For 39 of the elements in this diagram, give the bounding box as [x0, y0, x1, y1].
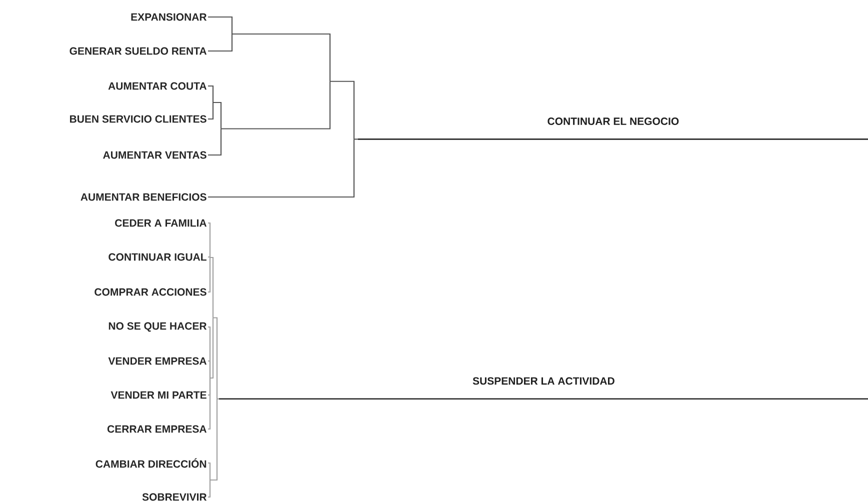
dendrogram-branch	[208, 222, 211, 258]
leaf-label: AUMENTAR VENTAS	[103, 151, 206, 159]
dendrogram-branch	[208, 378, 211, 430]
leaf-label: VENDER MI PARTE	[110, 391, 206, 399]
leaf-label: CONTINUAR IGUAL	[108, 253, 206, 261]
dendrogram-branch	[208, 258, 211, 293]
leaf-label: CEDER A FAMILIA	[115, 219, 207, 227]
dendrogram-branch	[213, 102, 222, 129]
dendrogram-branch	[208, 85, 214, 102]
dendrogram-branch	[213, 317, 218, 399]
leaf-label: SOBREVIVIR	[142, 493, 207, 501]
dendrogram-branch	[221, 81, 331, 130]
dendrogram-branch	[208, 34, 233, 52]
dendrogram-branch	[232, 33, 331, 82]
leaf-label: BUEN SERVICIO CLIENTES	[70, 115, 206, 123]
leaf-label: COMPRAR ACCIONES	[94, 288, 206, 296]
dendrogram-branch	[210, 318, 214, 379]
leaf-label: AUMENTAR COUTA	[108, 82, 207, 90]
leaf-label: EXPANSIONAR	[131, 13, 207, 21]
leaf-label: CAMBIAR DIRECCIÓN	[96, 458, 206, 468]
cluster-branch: CONTINUAR EL NEGOCIO	[358, 118, 868, 140]
dendrogram-branch	[208, 16, 233, 34]
dendrogram-branch	[330, 80, 355, 140]
dendrogram-branch	[210, 398, 218, 481]
dendrogram-branch	[208, 102, 214, 120]
dendrogram-branch	[208, 360, 211, 378]
leaf-label: CERRAR EMPRESA	[107, 425, 206, 433]
dendrogram-branch	[208, 139, 355, 198]
dendrogram-branch	[208, 462, 211, 480]
leaf-label: NO SE QUE HACER	[108, 322, 207, 332]
dendrogram-branch	[208, 480, 211, 498]
dendrogram-trunk	[354, 138, 358, 140]
leaf-label: AUMENTAR BENEFICIOS	[80, 193, 206, 201]
dendrogram-branch	[210, 256, 214, 318]
dendrogram-trunk	[217, 398, 219, 400]
cluster-branch: SUSPENDER LA ACTIVIDAD	[219, 377, 868, 400]
dendrogram-branch	[208, 128, 222, 156]
leaf-label: GENERAR SUELDO RENTA	[70, 47, 207, 55]
leaf-label: VENDER EMPRESA	[108, 357, 206, 365]
